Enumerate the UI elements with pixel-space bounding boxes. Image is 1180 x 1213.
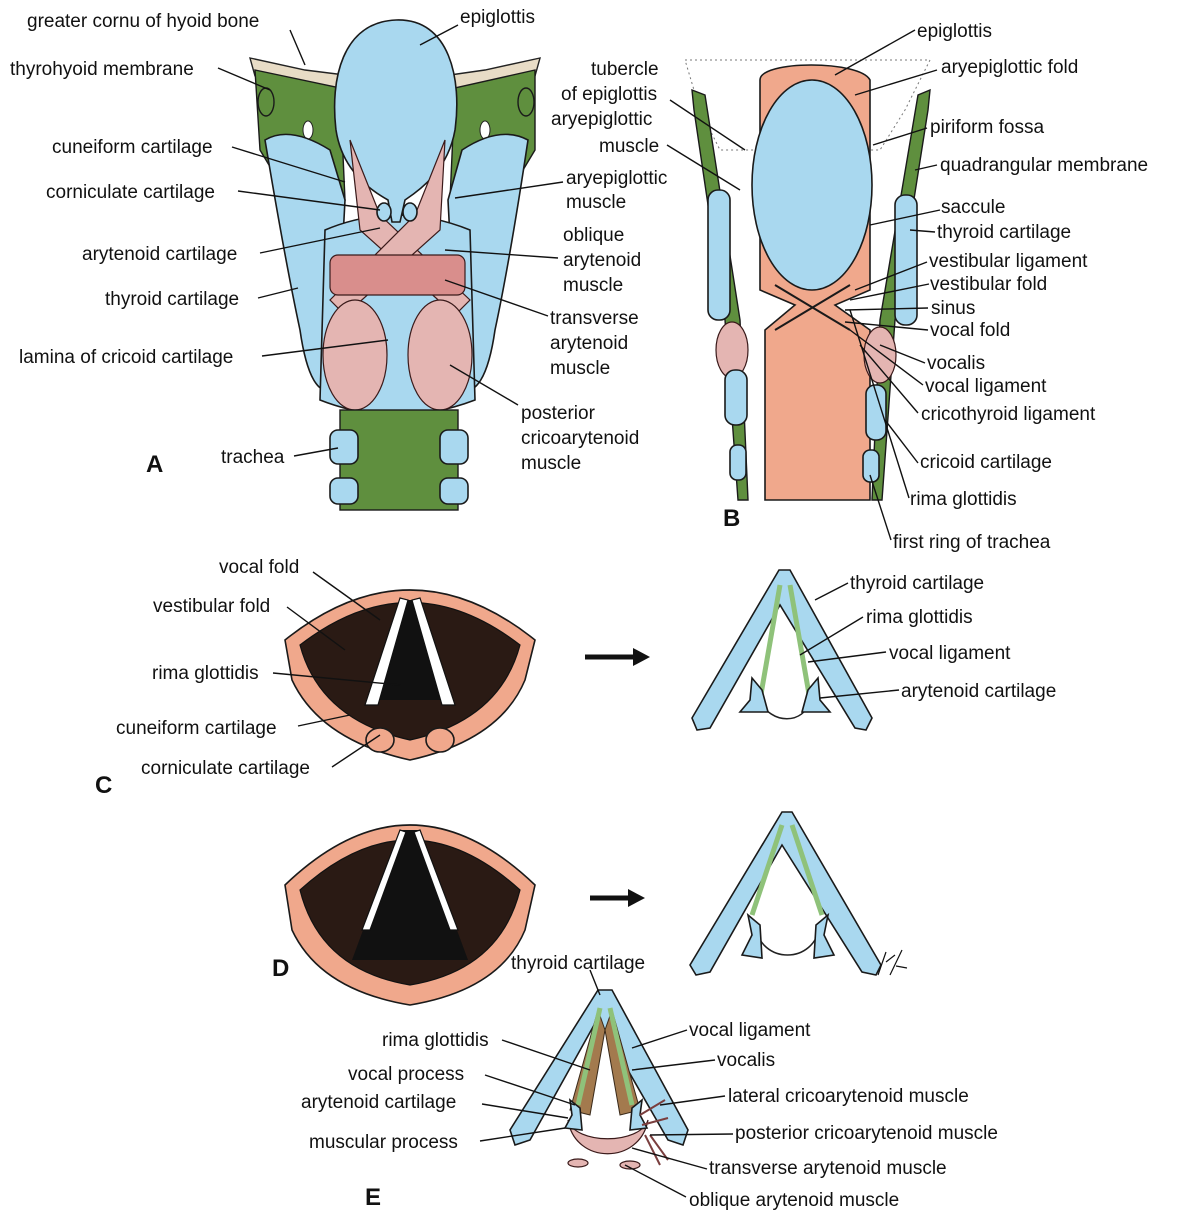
label-muscular-process: muscular process xyxy=(309,1132,458,1153)
label-vocalis-b: vocalis xyxy=(927,353,985,374)
arrow-d-head xyxy=(628,889,645,907)
panel-letter-a: A xyxy=(146,451,163,478)
artist-signature xyxy=(878,950,907,975)
label-corniculate-a: corniculate cartilage xyxy=(46,182,215,203)
oblique-fragment-left xyxy=(568,1159,588,1167)
label-thyroid-b: thyroid cartilage xyxy=(937,222,1071,243)
label-lamina-cricoid: lamina of cricoid cartilage xyxy=(19,347,233,368)
label-vocal-fold-b: vocal fold xyxy=(930,320,1010,341)
label-vestibular-fold-b: vestibular fold xyxy=(930,274,1047,295)
tracheal-ring-left-2 xyxy=(330,478,358,504)
label-transverse-a-3: muscle xyxy=(550,358,610,379)
label-cuneiform-a: cuneiform cartilage xyxy=(52,137,213,158)
label-tubercle-2: of epiglottis xyxy=(561,84,657,105)
label-lateral-crico: lateral cricoarytenoid muscle xyxy=(728,1086,969,1107)
label-rima-e: rima glottidis xyxy=(382,1030,489,1051)
corniculate-left-c xyxy=(366,728,394,752)
label-aryepiglottic-b-1: aryepiglottic xyxy=(551,109,652,130)
label-quadrangular-membrane: quadrangular membrane xyxy=(940,155,1148,176)
label-saccule: saccule xyxy=(941,197,1005,218)
label-vestibular-fold-c: vestibular fold xyxy=(153,596,270,617)
label-cricothyroid-ligament: cricothyroid ligament xyxy=(921,404,1096,425)
label-arytenoid-c: arytenoid cartilage xyxy=(901,681,1056,702)
label-aryepiglottic-a-2: muscle xyxy=(566,192,626,213)
label-arytenoid-e: arytenoid cartilage xyxy=(301,1092,456,1113)
arytenoid-left-d xyxy=(742,915,762,958)
label-transverse-a-2: arytenoid xyxy=(550,333,628,354)
rima-d xyxy=(755,925,820,955)
label-oblique-a-2: arytenoid xyxy=(563,250,641,271)
panel-a: greater cornu of hyoid bone epiglottis t… xyxy=(10,7,667,510)
panel-letter-c: C xyxy=(95,772,112,799)
label-posterior-a-1: posterior xyxy=(521,403,596,424)
label-aryepiglottic-a-1: aryepiglottic xyxy=(566,168,667,189)
label-vestibular-ligament: vestibular ligament xyxy=(929,251,1088,272)
cricoid-left-b xyxy=(725,370,747,425)
label-thyroid-a: thyroid cartilage xyxy=(105,289,239,310)
thyroid-left-b xyxy=(708,190,730,320)
tracheal-ring-right-1 xyxy=(440,430,468,464)
triticeal-right xyxy=(518,88,534,116)
epiglottis-b xyxy=(752,80,872,290)
label-piriform-fossa: piriform fossa xyxy=(930,117,1044,138)
label-aryepiglottic-fold: aryepiglottic fold xyxy=(941,57,1078,78)
corniculate-right xyxy=(403,203,417,221)
label-vocal-process: vocal process xyxy=(348,1064,464,1085)
label-vocal-ligament-b: vocal ligament xyxy=(925,376,1047,397)
posterior-cricoarytenoid-left xyxy=(323,300,387,410)
label-aryepiglottic-b-2: muscle xyxy=(599,136,659,157)
label-thyroid-e: thyroid cartilage xyxy=(511,953,645,974)
label-posterior-crico-e: posterior cricoarytenoid muscle xyxy=(735,1123,998,1144)
label-tubercle-1: tubercle xyxy=(591,59,659,80)
label-oblique-a-3: muscle xyxy=(563,275,623,296)
label-epiglottis-b: epiglottis xyxy=(917,21,992,42)
label-transverse-a-1: transverse xyxy=(550,308,639,329)
label-posterior-a-2: cricoarytenoid xyxy=(521,428,639,449)
label-trachea: trachea xyxy=(221,447,285,468)
ring-left-b xyxy=(730,445,746,480)
label-oblique-a-1: oblique xyxy=(563,225,624,246)
label-thyrohyoid-membrane: thyrohyoid membrane xyxy=(10,59,194,80)
label-rima-b: rima glottidis xyxy=(910,489,1017,510)
panel-letter-e: E xyxy=(365,1184,381,1211)
arrow-c-head xyxy=(633,648,650,666)
label-vocal-fold-c: vocal fold xyxy=(219,557,299,578)
label-thyroid-c: thyroid cartilage xyxy=(850,573,984,594)
label-epiglottis-a: epiglottis xyxy=(460,7,535,28)
panel-d: D xyxy=(272,812,907,1005)
transverse-arytenoid xyxy=(330,255,465,295)
tracheal-ring-left-1 xyxy=(330,430,358,464)
label-cuneiform-c: cuneiform cartilage xyxy=(116,718,277,739)
thyroid-right-b xyxy=(895,195,917,325)
label-greater-cornu: greater cornu of hyoid bone xyxy=(27,11,259,32)
panel-letter-d: D xyxy=(272,955,289,982)
label-arytenoid-a: arytenoid cartilage xyxy=(82,244,237,265)
label-corniculate-c: corniculate cartilage xyxy=(141,758,310,779)
triticeal-left xyxy=(258,88,274,116)
label-rima-c-right: rima glottidis xyxy=(866,607,973,628)
foramen-left xyxy=(303,121,313,139)
label-rima-c: rima glottidis xyxy=(152,663,259,684)
panel-letter-b: B xyxy=(723,505,740,532)
label-vocalis-e: vocalis xyxy=(717,1050,775,1071)
panel-c: vocal fold vestibular fold rima glottidi… xyxy=(95,557,1056,799)
label-cricoid-b: cricoid cartilage xyxy=(920,452,1052,473)
label-oblique-arytenoid-e: oblique arytenoid muscle xyxy=(689,1190,899,1211)
label-vocal-ligament-e: vocal ligament xyxy=(689,1020,811,1041)
label-posterior-a-3: muscle xyxy=(521,453,581,474)
tracheal-ring-right-2 xyxy=(440,478,468,504)
label-transverse-arytenoid-e: transverse arytenoid muscle xyxy=(709,1158,947,1179)
label-vocal-ligament-c: vocal ligament xyxy=(889,643,1011,664)
panel-b: tubercle of epiglottis aryepiglottic mus… xyxy=(551,21,1148,553)
label-sinus: sinus xyxy=(931,298,975,319)
corniculate-left xyxy=(377,203,391,221)
posterior-cricoarytenoid-right xyxy=(408,300,472,410)
label-first-ring: first ring of trachea xyxy=(893,532,1051,553)
corniculate-right-c xyxy=(426,728,454,752)
